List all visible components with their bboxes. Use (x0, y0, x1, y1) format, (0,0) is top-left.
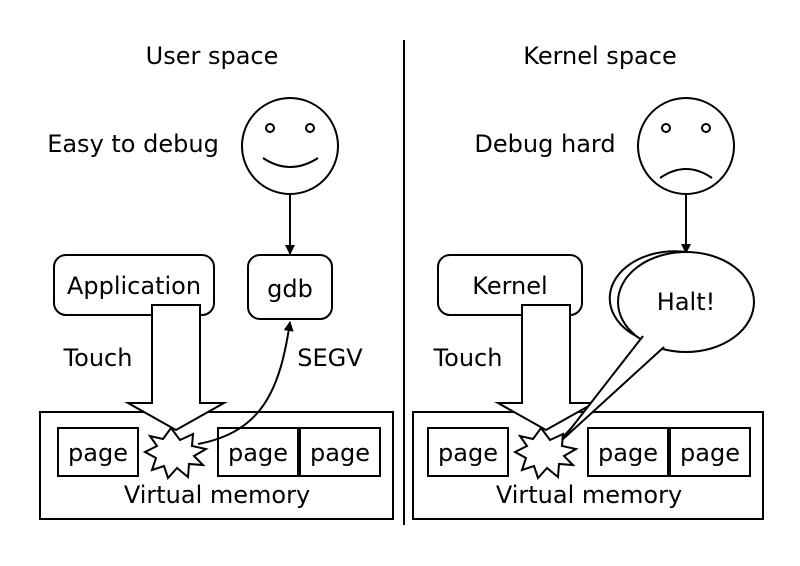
user-touch-arrow (124, 304, 228, 432)
kernel-fault-burst-icon (512, 426, 579, 480)
kernel-label: Kernel (472, 272, 547, 300)
sad-face-icon (637, 97, 735, 195)
kernel-space-panel: Kernel space Debug hard Virtual memory p… (412, 42, 764, 520)
kernel-touch-arrow (494, 304, 598, 432)
kernel-page-1 (427, 427, 509, 477)
user-fault-burst-icon (142, 426, 209, 480)
user-mood-label: Easy to debug (47, 130, 219, 158)
user-space-title: User space (146, 42, 279, 70)
kernel-page-1-label: page (438, 439, 498, 467)
user-page-1 (57, 427, 139, 477)
kernel-space-title: Kernel space (523, 42, 676, 70)
user-page-1-label: page (68, 439, 128, 467)
gdb-box (247, 254, 333, 320)
user-page-3-label: page (310, 439, 370, 467)
happy-face-icon (241, 97, 339, 195)
kernel-mood-label: Debug hard (474, 130, 615, 158)
user-space-panel: User space Easy to debug Virtual memory … (39, 42, 394, 520)
segv-label: SEGV (297, 344, 363, 372)
user-page-2 (217, 427, 299, 477)
kernel-page-3-label: page (680, 439, 740, 467)
kernel-page-2 (587, 427, 669, 477)
gdb-label: gdb (267, 275, 313, 303)
application-box (53, 254, 215, 316)
kernel-virtual-memory-label: Virtual memory (496, 481, 682, 509)
kernel-touch-label: Touch (433, 344, 503, 372)
segv-arrow (197, 321, 294, 445)
user-page-3 (299, 427, 381, 477)
kernel-page-3 (669, 427, 751, 477)
kernel-page-2-label: page (598, 439, 658, 467)
user-touch-label: Touch (63, 344, 133, 372)
kernel-box (437, 254, 583, 316)
application-label: Application (67, 272, 201, 300)
user-page-2-label: page (228, 439, 288, 467)
halt-label: Halt! (657, 288, 715, 316)
user-virtual-memory-label: Virtual memory (124, 481, 310, 509)
